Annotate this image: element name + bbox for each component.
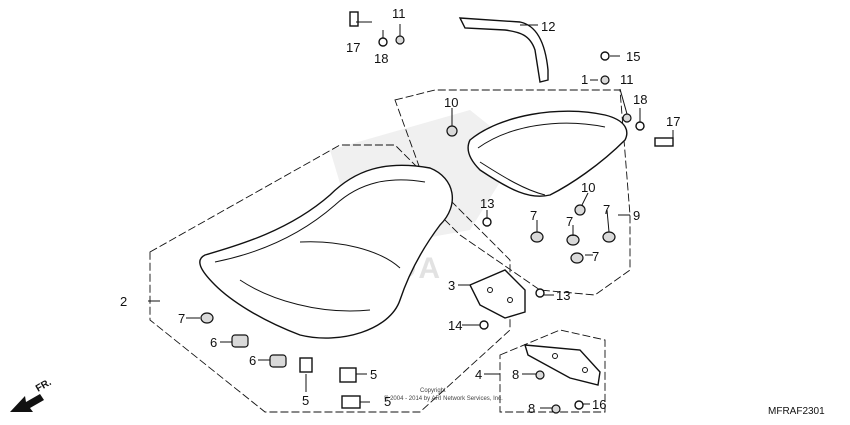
- screw-13b[interactable]: [535, 288, 545, 298]
- rear-bracket[interactable]: [524, 344, 601, 386]
- nut-8b[interactable]: [551, 404, 561, 414]
- bolt-16[interactable]: [574, 400, 584, 410]
- passenger-seat[interactable]: [467, 110, 628, 197]
- rubber-7e[interactable]: [570, 252, 584, 264]
- callout-4: 4: [475, 367, 482, 382]
- callout-5: 5: [302, 393, 309, 408]
- callout-17: 17: [346, 40, 360, 55]
- leader-lines: [148, 21, 674, 409]
- rubber-7d[interactable]: [602, 231, 616, 243]
- callout-7: 7: [592, 249, 599, 264]
- copyright-line-1: Copyright: [420, 388, 446, 394]
- bolt-14[interactable]: [479, 320, 489, 330]
- callout-2: 2: [120, 294, 127, 309]
- grab-rail[interactable]: [458, 17, 549, 83]
- bolt-17b[interactable]: [654, 137, 674, 147]
- copyright-line-2: © 2004 - 2014 by ARI Network Services, I…: [384, 395, 503, 402]
- collar-10b[interactable]: [574, 204, 586, 216]
- collar-11b[interactable]: [622, 113, 632, 123]
- callout-5: 5: [370, 367, 377, 382]
- callout-15: 15: [626, 49, 640, 64]
- front-arrow-icon: FR.: [10, 377, 54, 412]
- callout-labels: 2 7 6 6 5 5 5 17 18 11 12 15 1 11 18 17 …: [120, 6, 680, 416]
- cushion-6a[interactable]: [231, 334, 249, 348]
- callout-7: 7: [178, 311, 185, 326]
- callout-7: 7: [566, 214, 573, 229]
- rear-seat-group-outline: [394, 89, 631, 296]
- bolt-17a[interactable]: [349, 11, 359, 27]
- callout-17: 17: [666, 114, 680, 129]
- washer-18a[interactable]: [378, 37, 388, 47]
- callout-18: 18: [633, 92, 647, 107]
- callout-1: 1: [581, 72, 588, 87]
- callout-9: 9: [633, 208, 640, 223]
- callout-6: 6: [210, 335, 217, 350]
- callout-3: 3: [448, 278, 455, 293]
- diagram-code: MFRAF2301: [768, 406, 825, 417]
- callout-10: 10: [581, 180, 595, 195]
- callout-7: 7: [530, 208, 537, 223]
- callout-10: 10: [444, 95, 458, 110]
- collar-10a[interactable]: [446, 125, 458, 137]
- callout-5: 5: [384, 394, 391, 409]
- collar-11a[interactable]: [395, 35, 405, 45]
- main-seat-group-outline: [149, 144, 511, 413]
- callout-11: 11: [392, 6, 406, 21]
- callout-6: 6: [249, 353, 256, 368]
- callout-12: 12: [541, 19, 555, 34]
- rubber-7b[interactable]: [530, 231, 544, 243]
- rubber-7c[interactable]: [566, 234, 580, 246]
- nut-8a[interactable]: [535, 370, 545, 380]
- callout-8: 8: [528, 401, 535, 416]
- callout-18: 18: [374, 51, 388, 66]
- clip-5b[interactable]: [339, 367, 357, 383]
- callout-13: 13: [480, 196, 494, 211]
- callout-11: 11: [620, 72, 634, 87]
- callout-14: 14: [448, 318, 462, 333]
- main-seat[interactable]: [199, 164, 454, 339]
- cushion-6b[interactable]: [269, 354, 287, 368]
- seat-bracket[interactable]: [469, 269, 526, 319]
- screw-15[interactable]: [600, 51, 610, 61]
- washer-18b[interactable]: [635, 121, 645, 131]
- clip-5a[interactable]: [299, 357, 313, 373]
- callout-13: 13: [556, 288, 570, 303]
- clip-5c[interactable]: [341, 395, 361, 409]
- screw-13a[interactable]: [482, 217, 492, 227]
- callout-8: 8: [512, 367, 519, 382]
- nut-1[interactable]: [600, 75, 610, 85]
- rubber-7a[interactable]: [200, 312, 214, 324]
- front-label: FR.: [34, 377, 54, 395]
- callout-7: 7: [603, 202, 610, 217]
- callout-16: 16: [592, 397, 606, 412]
- bracket-group-outline: [499, 329, 606, 413]
